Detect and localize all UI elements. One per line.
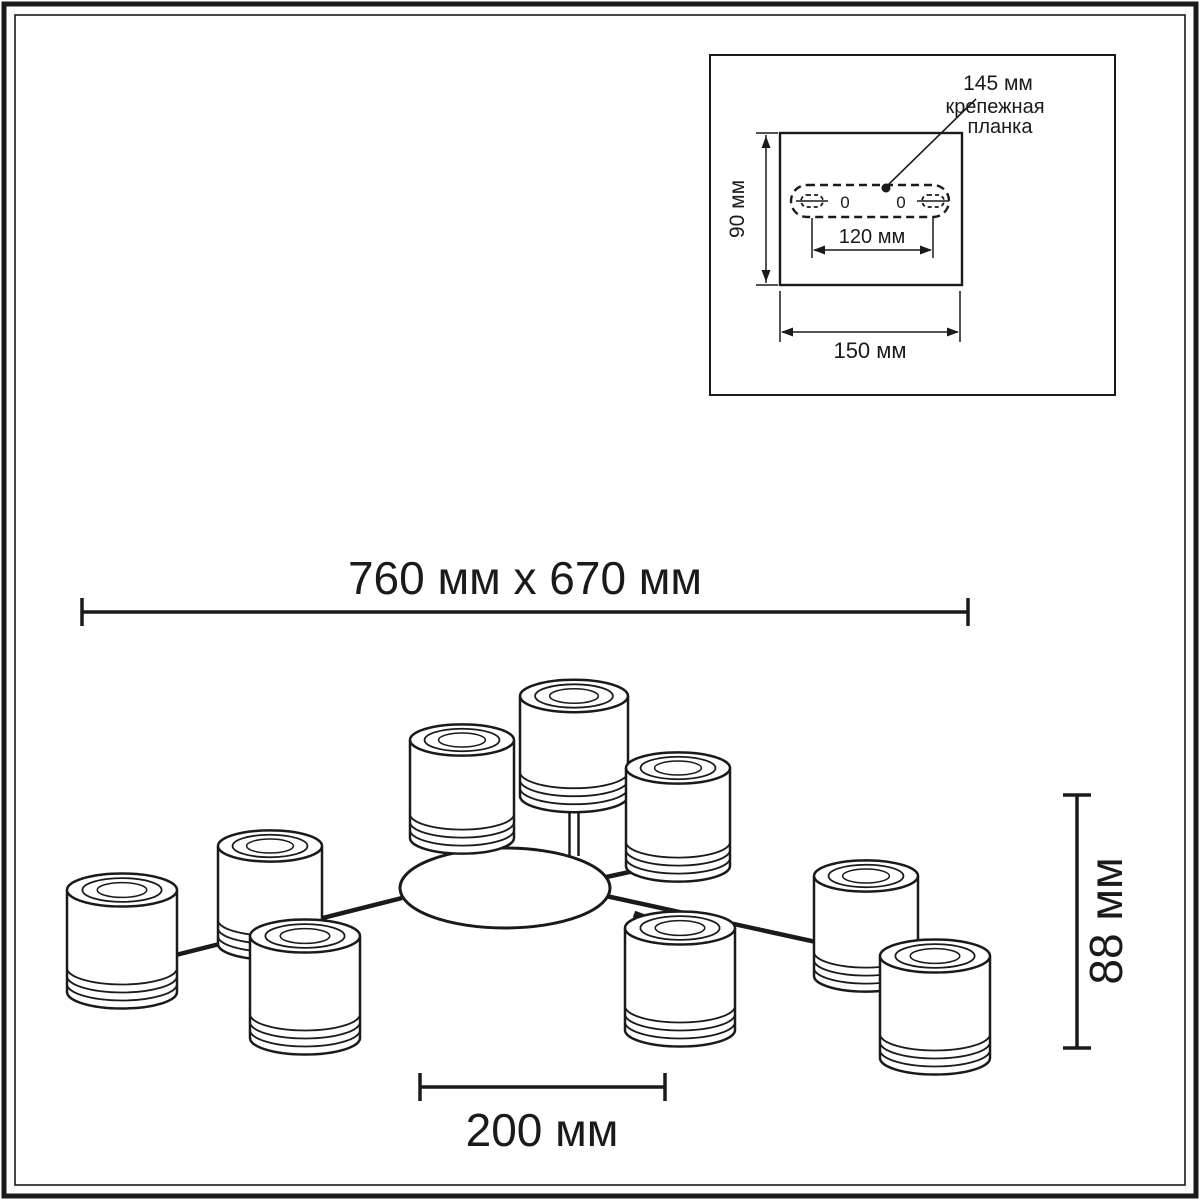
dim-plate-height: 90 мм [726, 132, 778, 286]
dim-overall-width: 760 мм x 670 мм [80, 552, 970, 626]
lamp-shade [518, 678, 630, 814]
lamp-shade [65, 872, 179, 1010]
hole-mark-right: 0 [896, 193, 905, 212]
dim-hole-spacing-label: 120 мм [839, 226, 905, 248]
dim-shade-diameter: 200 мм [418, 1073, 667, 1156]
dim-overall-label: 760 мм x 670 мм [348, 552, 702, 604]
inset-box [709, 54, 1116, 396]
ceiling-base [398, 846, 612, 930]
plate-outline [778, 131, 964, 287]
dim-plate-width: 150 мм [779, 291, 961, 363]
hole-mark-left: 0 [840, 193, 849, 212]
mounting-slot-left [796, 194, 828, 208]
mounting-plate-inset: 0 0 145 мм крепежная планка 90 мм 120 мм [709, 54, 1116, 396]
lamp-shade [248, 918, 362, 1056]
dim-hole-spacing: 120 мм [811, 218, 934, 258]
dim-fixture-height: 88 мм [1063, 793, 1132, 1050]
lamp-shade [623, 910, 737, 1048]
callout-name-line1: крепежная [945, 96, 1044, 118]
lamp-shade [878, 938, 992, 1076]
lamp-shade [624, 751, 732, 883]
shade-layer [65, 678, 992, 1076]
dim-shade-diameter-label: 200 мм [466, 1104, 619, 1156]
callout-leader [881, 98, 977, 193]
lamp-shade [408, 723, 516, 855]
mounting-slot-right [917, 194, 949, 208]
callout-name-line2: планка [968, 116, 1034, 138]
dim-plate-width-label: 150 мм [833, 338, 906, 363]
callout-size-label: 145 мм [963, 72, 1033, 95]
dim-fixture-height-label: 88 мм [1080, 857, 1132, 984]
leader-dot [881, 183, 891, 193]
dim-plate-height-label: 90 мм [726, 180, 749, 238]
